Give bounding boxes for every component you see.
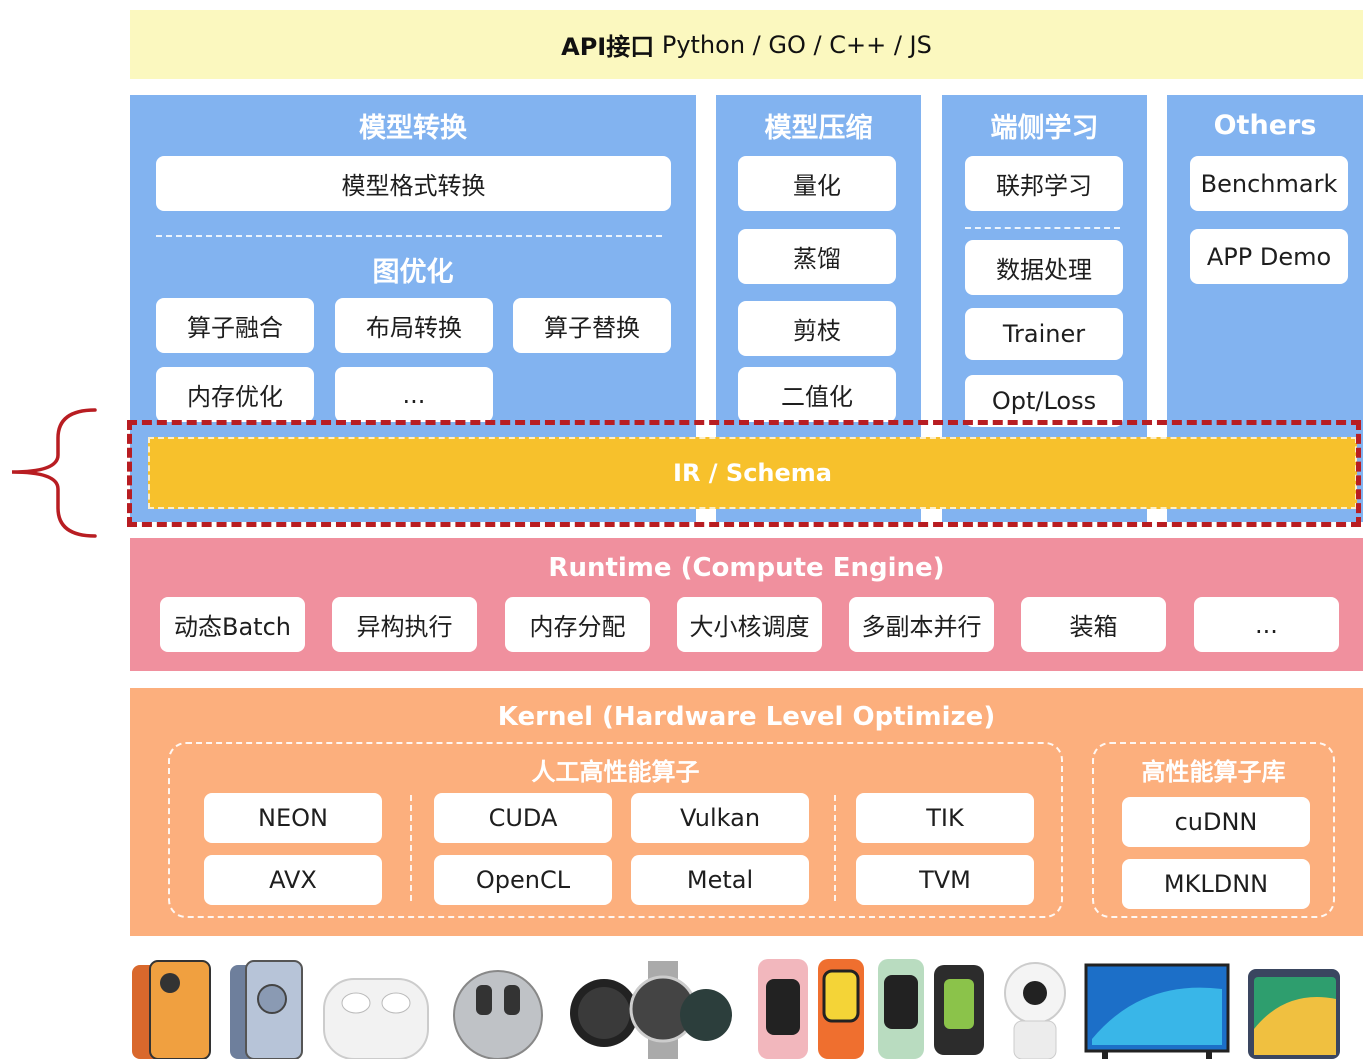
divider bbox=[156, 235, 662, 237]
runtime-item: 多副本并行 bbox=[849, 597, 994, 652]
graph-opt-item: 算子融合 bbox=[156, 298, 314, 353]
phone-icon bbox=[230, 960, 303, 1059]
on-device-learning-title: 端侧学习 bbox=[990, 112, 1099, 144]
graph-opt-item: ... bbox=[335, 367, 493, 422]
runtime-title: Runtime (Compute Engine) bbox=[548, 553, 945, 583]
model-conversion-title: 模型转换 bbox=[359, 112, 467, 144]
device-strip bbox=[130, 955, 1363, 1059]
earbuds-icon bbox=[323, 978, 429, 1059]
curly-brace-icon bbox=[11, 408, 97, 538]
compression-item: 蒸馏 bbox=[738, 229, 896, 284]
library-item: MKLDNN bbox=[1122, 859, 1310, 909]
learning-item: 联邦学习 bbox=[965, 156, 1123, 211]
library-item: cuDNN bbox=[1122, 797, 1310, 847]
kernel-item: TVM bbox=[856, 855, 1034, 905]
learning-item: Trainer bbox=[965, 308, 1123, 360]
tablet-icon bbox=[1248, 969, 1340, 1059]
camera-icon bbox=[1004, 962, 1066, 1059]
kernel-item: OpenCL bbox=[434, 855, 612, 905]
fitness-band-icon bbox=[758, 959, 984, 1059]
divider bbox=[965, 227, 1120, 229]
graph-optimization-title: 图优化 bbox=[372, 256, 454, 288]
kernel-item: AVX bbox=[204, 855, 382, 905]
kernel-item: Metal bbox=[631, 855, 809, 905]
runtime-item: 动态Batch bbox=[160, 597, 305, 652]
ir-schema-label: IR / Schema bbox=[673, 459, 832, 487]
compression-item: 量化 bbox=[738, 156, 896, 211]
others-item: APP Demo bbox=[1190, 229, 1348, 284]
earbuds-icon bbox=[453, 970, 543, 1059]
tv-icon bbox=[1084, 963, 1230, 1059]
runtime-item: 内存分配 bbox=[505, 597, 650, 652]
handwritten-operators-group bbox=[168, 742, 1063, 918]
api-label-bold: API接口 bbox=[561, 33, 655, 61]
runtime-item: 装箱 bbox=[1021, 597, 1166, 652]
api-bar: API接口 Python / GO / C++ / JS bbox=[130, 10, 1363, 79]
runtime-item: ... bbox=[1194, 597, 1339, 652]
kernel-item: CUDA bbox=[434, 793, 612, 843]
compression-item: 二值化 bbox=[738, 367, 896, 422]
handwritten-operators-title: 人工高性能算子 bbox=[531, 757, 700, 786]
graph-opt-item: 布局转换 bbox=[335, 298, 493, 353]
kernel-item: Vulkan bbox=[631, 793, 809, 843]
smartwatch-icon bbox=[570, 961, 732, 1059]
others-title: Others bbox=[1213, 109, 1317, 141]
learning-item: Opt/Loss bbox=[965, 375, 1123, 427]
graph-opt-item: 内存优化 bbox=[156, 367, 314, 422]
divider bbox=[834, 795, 836, 901]
model-compression-title: 模型压缩 bbox=[764, 112, 873, 144]
model-format-conversion-item: 模型格式转换 bbox=[156, 156, 671, 211]
ir-highlight-box bbox=[127, 420, 1361, 527]
api-languages: Python / GO / C++ / JS bbox=[654, 30, 932, 59]
kernel-item: TIK bbox=[856, 793, 1034, 843]
operator-library-group bbox=[1092, 742, 1335, 918]
phone-icon bbox=[132, 960, 211, 1059]
graph-opt-item: 算子替换 bbox=[513, 298, 671, 353]
runtime-item: 大小核调度 bbox=[677, 597, 822, 652]
ir-schema-bar: IR / Schema bbox=[148, 437, 1357, 509]
kernel-title: Kernel (Hardware Level Optimize) bbox=[497, 702, 996, 732]
operator-library-title: 高性能算子库 bbox=[1141, 757, 1286, 786]
kernel-item: NEON bbox=[204, 793, 382, 843]
learning-item: 数据处理 bbox=[965, 240, 1123, 295]
compression-item: 剪枝 bbox=[738, 301, 896, 356]
runtime-item: 异构执行 bbox=[332, 597, 477, 652]
divider bbox=[410, 795, 412, 901]
others-item: Benchmark bbox=[1190, 156, 1348, 211]
